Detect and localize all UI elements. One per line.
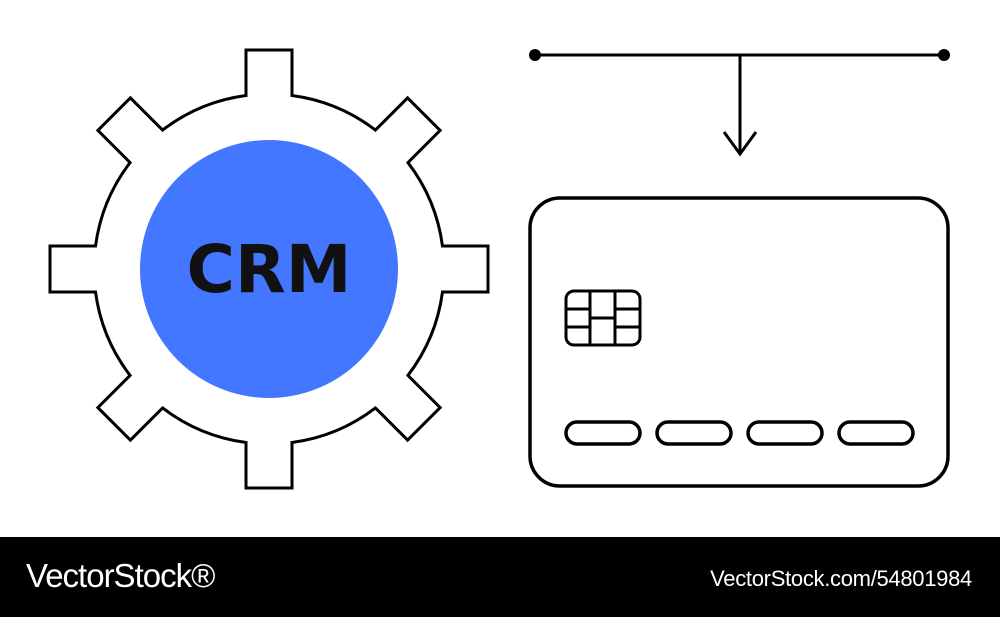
illustration-svg: CRM (48, 48, 950, 490)
footer-brand: VectorStock® (26, 557, 215, 594)
credit-card-icon (528, 196, 950, 488)
arrow-down-icon (535, 53, 944, 157)
crm-circle (140, 140, 398, 398)
chip-icon (564, 289, 642, 347)
illustration-canvas: CRM (48, 48, 950, 490)
connector-dot-right (938, 49, 950, 61)
card-body (528, 196, 950, 488)
card-number-block-2 (655, 420, 733, 446)
footer-image-id: VectorStock.com/54801984 (710, 566, 972, 591)
card-number-block-3 (746, 420, 824, 446)
card-number-block-4 (837, 420, 915, 446)
watermark-footer: VectorStock® VectorStock.com/54801984 (0, 537, 1000, 617)
gear-icon: CRM (48, 48, 490, 490)
card-number-block-1 (564, 420, 642, 446)
crm-label: CRM (187, 231, 352, 308)
connector-dot-left (529, 49, 541, 61)
